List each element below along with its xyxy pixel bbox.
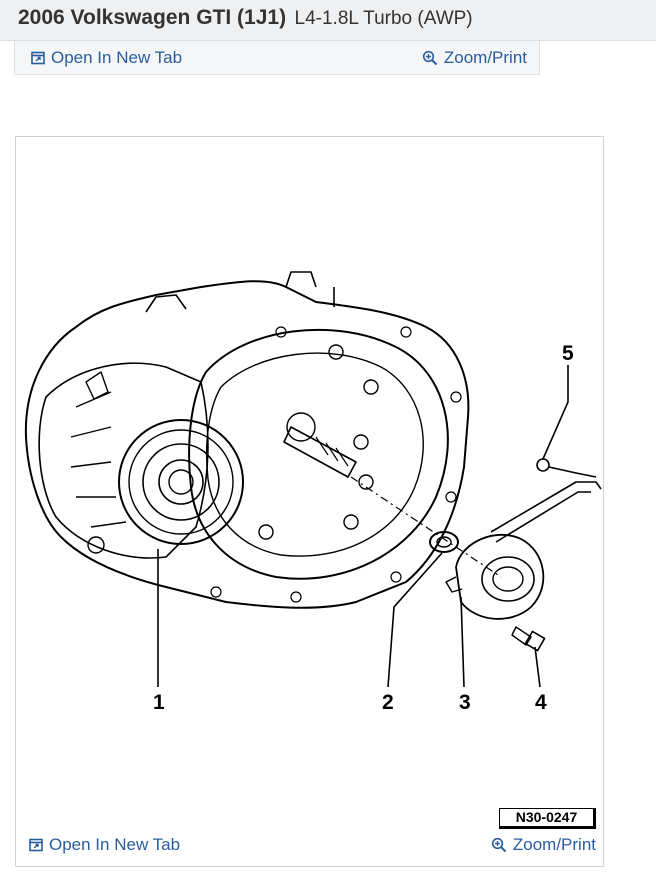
open-new-tab-icon xyxy=(31,51,45,64)
transmission-diagram: 1 2 3 4 5 N30-0247 xyxy=(15,136,604,867)
page-header: 2006 Volkswagen GTI (1J1) L4-1.8L Turbo … xyxy=(0,0,656,41)
zoom-print-link-top[interactable]: Zoom/Print xyxy=(422,48,527,68)
callout-5: 5 xyxy=(562,342,574,365)
callout-3: 3 xyxy=(459,691,471,714)
magnifier-plus-icon xyxy=(491,837,507,853)
figure-code: N30-0247 xyxy=(499,808,596,829)
open-in-new-tab-link-bottom[interactable]: Open In New Tab xyxy=(29,835,180,855)
zoom-print-link-bottom[interactable]: Zoom/Print xyxy=(491,835,596,855)
top-toolbar: Open In New Tab Zoom/Print xyxy=(14,41,540,75)
open-new-tab-icon xyxy=(29,838,43,852)
zoom-print-label: Zoom/Print xyxy=(512,835,596,854)
callout-1: 1 xyxy=(153,691,165,714)
vehicle-title: 2006 Volkswagen GTI (1J1) xyxy=(18,6,287,29)
open-in-new-tab-label: Open In New Tab xyxy=(51,47,183,67)
open-in-new-tab-label: Open In New Tab xyxy=(49,835,181,854)
callout-4: 4 xyxy=(535,691,547,714)
callout-2: 2 xyxy=(382,691,394,714)
zoom-print-label: Zoom/Print xyxy=(443,47,527,67)
engine-subtitle: L4-1.8L Turbo (AWP) xyxy=(294,8,473,29)
open-in-new-tab-link-top[interactable]: Open In New Tab xyxy=(31,48,182,68)
magnifier-plus-icon xyxy=(422,50,438,65)
transmission-illustration xyxy=(24,271,602,688)
bottom-toolbar: Open In New Tab Zoom/Print xyxy=(17,829,602,861)
